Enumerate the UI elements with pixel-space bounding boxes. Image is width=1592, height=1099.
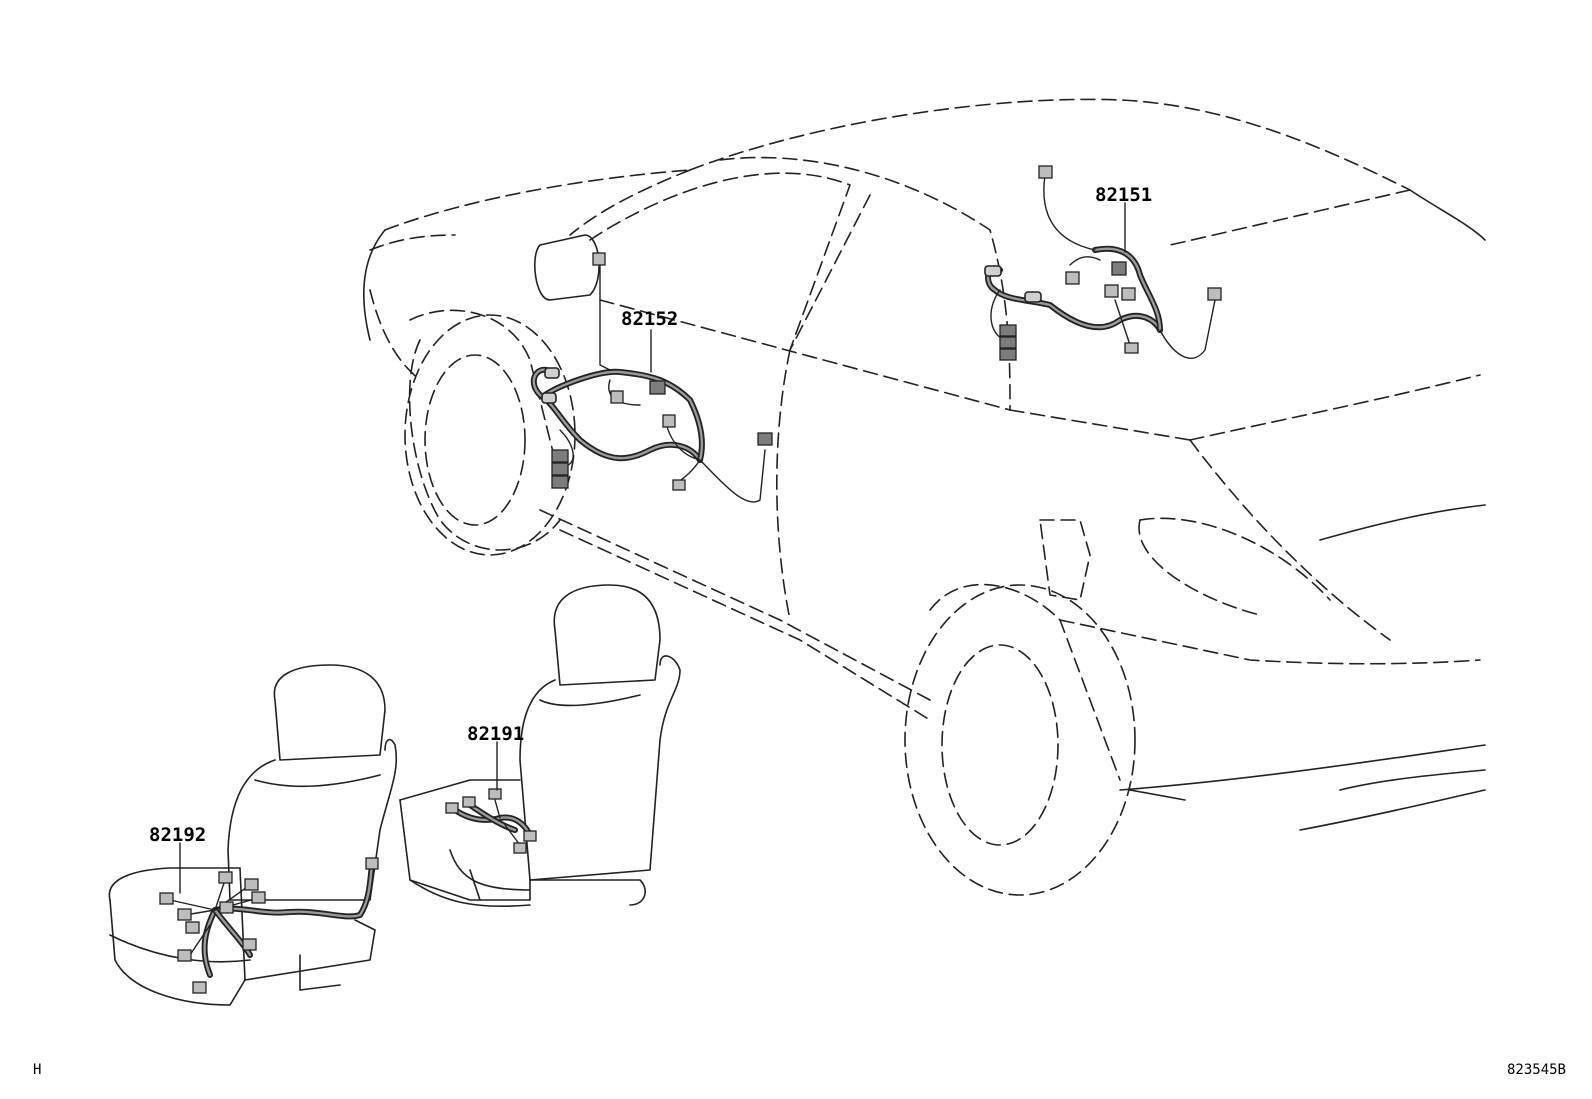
callout-82191: 82191 (467, 723, 524, 745)
seat-right (399, 584, 681, 908)
callout-82192: 82192 (149, 824, 206, 846)
vehicle-body-outline (362, 98, 1486, 831)
rear-wheel (904, 584, 1136, 896)
callout-82152: 82152 (621, 308, 678, 330)
harness-82191 (445, 788, 537, 854)
harness-82192 (159, 857, 379, 994)
callout-82151: 82151 (1095, 184, 1152, 206)
callout-leaders (179, 202, 1126, 894)
diagram-id: 823545B (1506, 1062, 1566, 1078)
harness-82152 (530, 252, 773, 503)
footer-left-code: H (33, 1062, 42, 1078)
harness-82151 (984, 165, 1222, 361)
